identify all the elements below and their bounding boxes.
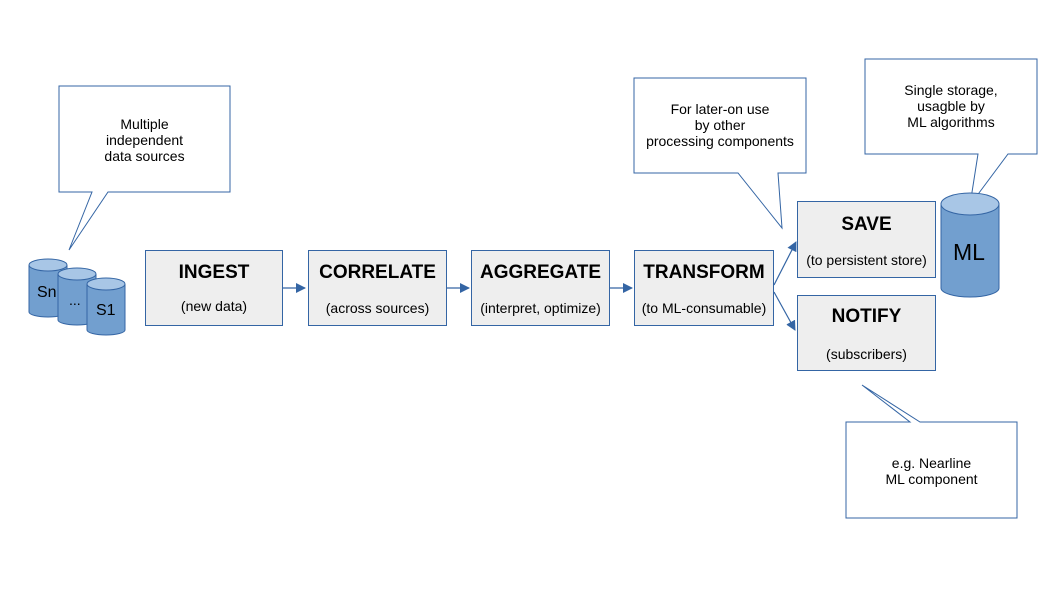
stage-title: SAVE: [841, 214, 892, 235]
transform-callout-text: For later-on use by other processing com…: [634, 101, 806, 149]
source-label-s1: S1: [96, 302, 116, 319]
source-label-ellipsis: ...: [69, 292, 81, 308]
stage-title: TRANSFORM: [643, 262, 765, 283]
ml-callout-line: Single storage,: [904, 82, 998, 98]
notify-callout-line: ML component: [885, 471, 978, 487]
stage-title: INGEST: [178, 262, 250, 283]
ml-callout-bubble: [864, 58, 1038, 206]
stage-title: CORRELATE: [319, 262, 436, 283]
sources-callout-line: independent: [105, 132, 184, 148]
stage-title: AGGREGATE: [479, 262, 602, 283]
stage-subtitle: (new data): [180, 298, 248, 314]
notify-callout-bubble: [845, 384, 1018, 519]
stage-subtitle: (across sources): [325, 300, 430, 316]
stage-ingest: INGEST (new data): [145, 250, 283, 326]
stage-correlate: CORRELATE (across sources): [308, 250, 447, 326]
stage-subtitle: (interpret, optimize): [480, 300, 601, 316]
source-label-sn: Sn: [37, 284, 57, 301]
source-cylinder-s1: [86, 277, 126, 336]
notify-callout-line: e.g. Nearline: [891, 455, 972, 471]
stage-transform: TRANSFORM (to ML-consumable): [634, 250, 774, 326]
transform-callout-line: For later-on use: [670, 101, 770, 117]
sources-callout-bubble: [58, 85, 231, 251]
stage-subtitle: (to persistent store): [806, 252, 927, 268]
sources-callout-text: Multiple independent data sources: [59, 116, 230, 164]
ml-callout-line: ML algorithms: [907, 114, 995, 130]
notify-callout-text: e.g. Nearline ML component: [846, 455, 1017, 487]
stage-subtitle: (subscribers): [826, 346, 907, 362]
sources-callout-line: Multiple: [120, 116, 169, 132]
ml-store-label: ML: [953, 239, 985, 265]
transform-callout-line: processing components: [646, 133, 794, 149]
stage-notify: NOTIFY (subscribers): [797, 295, 936, 371]
stage-title: NOTIFY: [831, 306, 902, 327]
stage-subtitle: (to ML-consumable): [641, 300, 767, 316]
ml-callout-line: usagble by: [917, 98, 985, 114]
transform-callout-line: by other: [694, 117, 746, 133]
arrow-transform-notify: [773, 291, 796, 331]
ml-callout-text: Single storage, usagble by ML algorithms: [865, 82, 1037, 130]
stage-aggregate: AGGREGATE (interpret, optimize): [471, 250, 610, 326]
arrow-transform-save: [773, 241, 797, 286]
transform-callout-bubble: [633, 77, 807, 230]
ml-store-cylinder: [940, 192, 1000, 298]
stage-save: SAVE (to persistent store): [797, 201, 936, 278]
sources-callout-line: data sources: [104, 148, 185, 164]
